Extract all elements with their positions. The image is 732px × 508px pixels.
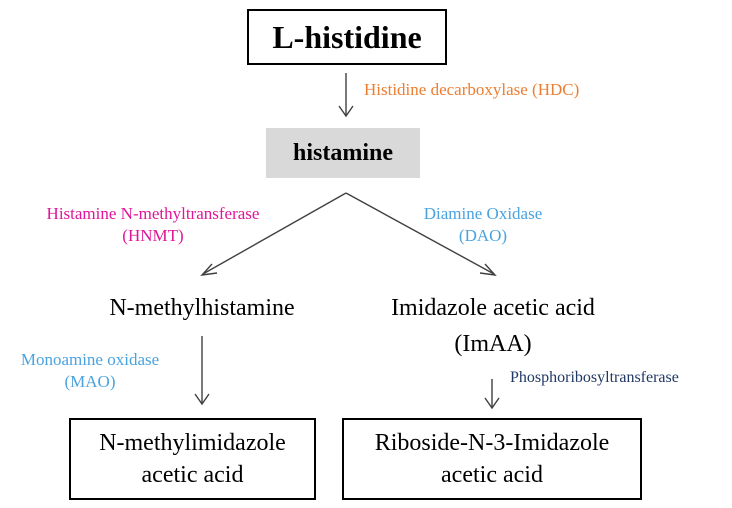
arrow-histamine-to-n-methylhistamine [200,192,347,276]
histamine-box: histamine [266,128,420,178]
dao-line1: Diamine Oxidase [423,204,543,223]
arrow-histidine-to-histamine [338,73,354,118]
riboside-n-3-imidazole-acetic-acid-box: Riboside-N-3-Imidazole acetic acid [342,418,642,500]
hnmt-line2: (HNMT) [122,226,184,245]
hdc-enzyme-label: Histidine decarboxylase (HDC) [364,80,580,99]
arrow-histamine-to-imidazole-acetic-acid [345,192,497,276]
phosphoribosyltransferase-enzyme-label: Phosphoribosyltransferase [510,369,679,386]
n-methylimidazole-acetic-acid-box: N-methylimidazole acetic acid [69,418,316,500]
n-methylhistamine-label: N-methylhistamine [109,295,295,321]
arrow-imaa-to-riboside [484,379,500,410]
mao-enzyme-label: Monoamine oxidase (MAO) [6,349,174,393]
n-methylimidazole-line2: acetic acid [141,462,244,488]
riboside-line2: acetic acid [441,462,543,488]
dao-line2: (DAO) [458,226,508,245]
l-histidine-box: L-histidine [247,9,447,65]
dao-enzyme-label: Diamine Oxidase (DAO) [399,203,567,247]
imaa-line1: Imidazole acetic acid [391,295,595,321]
hnmt-line1: Histamine N-methyltransferase [46,204,260,223]
imidazole-acetic-acid-label: Imidazole acetic acid (ImAA) [355,292,631,360]
arrow-n-methylhistamine-to-n-methylimidazole [194,336,210,406]
hnmt-enzyme-label: Histamine N-methyltransferase (HNMT) [18,203,288,247]
n-methylimidazole-line1: N-methylimidazole [99,430,286,456]
mao-line1: Monoamine oxidase [20,350,160,369]
histamine-label: histamine [292,139,393,166]
imaa-line2: (ImAA) [454,331,532,357]
mao-line2: (MAO) [64,372,116,391]
riboside-line1: Riboside-N-3-Imidazole [374,430,610,456]
l-histidine-label: L-histidine [272,18,422,55]
